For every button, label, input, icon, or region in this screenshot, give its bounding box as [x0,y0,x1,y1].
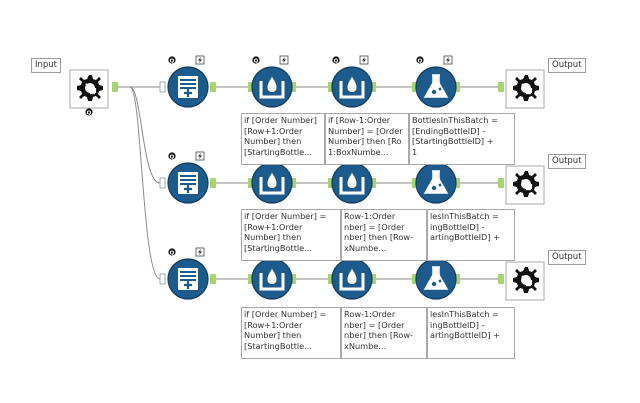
q-badge-icon [332,56,340,65]
record-tool-row1[interactable] [167,66,209,108]
annotation-record-row3: if [Order Number] = [Row+1:Order Number]… [241,307,341,359]
annotation-multirow-row2: Row-1:Order nber] = [Order nber] then [R… [341,209,427,261]
formula-tool-row2[interactable] [415,162,457,204]
list-plus-icon [178,268,198,290]
multirow-tool-row2[interactable] [251,162,293,204]
input-label: Input [31,58,62,73]
water-drop-bucket-icon [259,269,285,291]
annotation-multirow-row1: if [Row-1:Order Number] = [Order Number]… [325,113,409,165]
multirow-tool-row1[interactable] [331,66,373,108]
multirow-tool-row2[interactable] [331,162,373,204]
record-tool-row3[interactable] [167,258,209,300]
gear-arrow-icon [75,73,105,103]
multirow-tool-row3[interactable] [331,258,373,300]
annotation-record-row2: if [Order Number] = [Row+1:Order Number]… [241,209,341,261]
connections [118,86,498,280]
gear-arrow-icon [511,73,541,103]
annotation-formula-row2: lesInThisBatch = ingBottleID] - artingBo… [427,209,515,261]
annotation-multirow-row3: Row-1:Order nber] = [Order nber] then [R… [341,307,427,359]
input-tool[interactable] [69,69,109,117]
water-drop-bucket-icon [259,77,285,99]
formula-tool-row3[interactable] [415,258,457,300]
annotation-formula-row3: lesInThisBatch = ingBottleID] - artingBo… [427,307,515,359]
output-tool-1[interactable] [505,69,545,109]
q-badge-icon [252,56,260,65]
formula-tool-row1[interactable] [415,66,457,108]
water-drop-bucket-icon [259,173,285,195]
flask-icon [423,266,449,290]
flask-icon [423,170,449,194]
output-label-1: Output [548,58,586,73]
q-badge-icon [168,152,176,161]
water-drop-bucket-icon [339,269,365,291]
lightning-icon [359,55,369,65]
output-label-3: Output [548,250,586,265]
output-label-2: Output [548,154,586,169]
q-badge-icon [85,108,93,117]
q-badge-icon [168,248,176,257]
list-plus-icon [178,172,198,194]
lightning-icon [443,55,453,65]
output-tool-3[interactable] [505,261,545,301]
record-tool-row2[interactable] [167,162,209,204]
gear-arrow-icon [511,169,541,199]
multirow-tool-row1[interactable] [251,66,293,108]
output-tool-2[interactable] [505,165,545,205]
list-plus-icon [178,76,198,98]
gear-arrow-icon [511,265,541,295]
annotation-record-row1: if [Order Number] [Row+1:Order Number] t… [241,113,325,165]
water-drop-bucket-icon [339,77,365,99]
q-badge-icon [168,56,176,65]
lightning-icon [279,55,289,65]
annotation-formula-row1: BottlesInThisBatch = [EndingBottleID] - … [409,113,515,165]
multirow-tool-row3[interactable] [251,258,293,300]
lightning-icon [195,247,205,257]
flask-icon [423,74,449,98]
water-drop-bucket-icon [339,173,365,195]
q-badge-icon [416,56,424,65]
lightning-icon [195,151,205,161]
lightning-icon [195,55,205,65]
